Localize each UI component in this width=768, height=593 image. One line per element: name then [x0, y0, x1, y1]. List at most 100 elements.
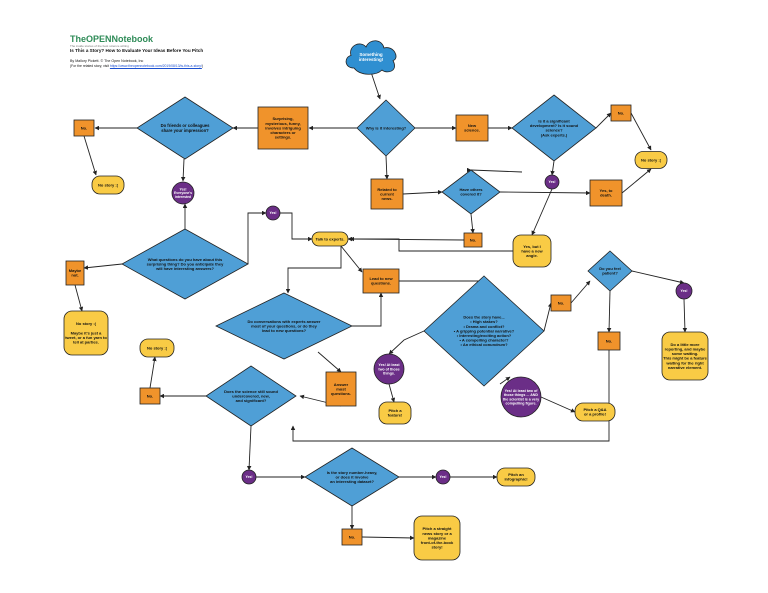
node-label-line: current — [380, 191, 394, 196]
node-label-line: or a profile! — [584, 412, 606, 417]
page-title: Is This a Story? How to Evaluate Your Id… — [70, 48, 204, 53]
node-label-line: mysterious, funny, — [265, 121, 300, 126]
connector-10 — [550, 160, 555, 176]
connector-39 — [606, 290, 612, 333]
term-shape — [378, 401, 412, 425]
node-yes-5: Yes! — [675, 282, 693, 300]
byline: By Mallory Pickett. © The Open Notebook,… — [70, 59, 144, 63]
node-label-line: Yes! — [180, 187, 187, 191]
node-label-line: science? — [545, 128, 563, 133]
connector-32 — [388, 383, 396, 403]
node-no-1: No. — [610, 104, 632, 122]
node-label: Yes! — [549, 180, 556, 184]
node-no-6: No. — [139, 387, 161, 405]
source-prefix: (For the related story, visit — [70, 64, 110, 68]
connector-17 — [531, 188, 553, 236]
connector-36 — [570, 280, 591, 304]
connector-9 — [630, 112, 652, 151]
diamond-shape — [441, 169, 501, 215]
source-suffix: ) — [201, 64, 204, 68]
logo-tagline: The inside stories of the best science w… — [70, 44, 129, 48]
connector-22 — [280, 212, 313, 242]
node-label-line: • Interesting/exciting action? — [457, 333, 512, 338]
box-shape — [550, 294, 572, 312]
circle-shape — [241, 469, 257, 485]
node-label-line: involves intriguing — [265, 125, 301, 130]
node-label-line: most of your questions, or do they — [251, 323, 318, 328]
connector-8 — [595, 112, 612, 129]
source-note: (For the related story, visit https://ww… — [70, 64, 203, 68]
node-label-line: things. — [383, 371, 395, 375]
node-label: Talk to experts. — [315, 236, 344, 241]
node-no-7: No. — [341, 528, 363, 546]
node-does-story-have: Does the story have...• High stakes?• Dr… — [423, 275, 545, 387]
diamond-shape — [356, 99, 416, 157]
circle-shape — [675, 282, 693, 300]
node-label: No. — [147, 393, 153, 398]
node-label-line: Yes, to — [600, 188, 613, 193]
circle-shape — [500, 376, 542, 418]
node-label-line: covered it? — [460, 192, 482, 197]
node-label-line: Surprising, — [272, 116, 293, 121]
term-shape — [413, 515, 461, 561]
term-shape — [512, 234, 552, 268]
node-no-4: No. — [550, 294, 572, 312]
node-label-line: news story or a — [422, 531, 452, 536]
node-label: Why is it interesting? — [366, 125, 407, 130]
connector-34 — [540, 396, 576, 413]
node-yes-4: Yes! — [265, 205, 281, 221]
connector-0 — [370, 71, 381, 100]
connector-21 — [247, 210, 267, 264]
connector-25 — [285, 246, 342, 294]
node-label-line: Pitch a straight — [423, 526, 453, 531]
term-shape — [139, 338, 175, 358]
node-label-line: Do friends or colleagues — [161, 123, 211, 128]
node-label-line: infographic! — [504, 477, 527, 482]
term-shape — [311, 231, 349, 247]
node-label-line: Something — [359, 52, 383, 57]
node-label-line: Does the science still sound — [224, 389, 278, 394]
node-label-line: front-of-the-book — [421, 540, 454, 545]
node-label-line: story! — [431, 545, 442, 550]
node-label: No. — [81, 125, 87, 130]
box-shape — [325, 371, 357, 407]
source-link[interactable]: https://www.theopennotebook.com/2019/08/… — [109, 64, 202, 68]
node-label: Is the story number-heavy,or does it inv… — [327, 470, 378, 484]
node-label-line: feature! — [388, 413, 403, 418]
node-label-line: narrative element. — [668, 365, 702, 370]
connector-29 — [317, 351, 342, 373]
circle-shape — [373, 353, 405, 385]
node-label: Does the story have...• High stakes?• Dr… — [454, 315, 515, 348]
node-label-line: will have interesting answers? — [155, 266, 214, 271]
connector-5 — [180, 158, 186, 182]
node-label-line: This might be a feature — [663, 356, 708, 361]
node-label-line: Yes! — [270, 211, 277, 215]
node-label: No. — [618, 110, 624, 115]
node-label-line: • A compelling character? — [460, 338, 509, 343]
connector-28 — [399, 275, 487, 282]
connector-12 — [402, 189, 443, 195]
